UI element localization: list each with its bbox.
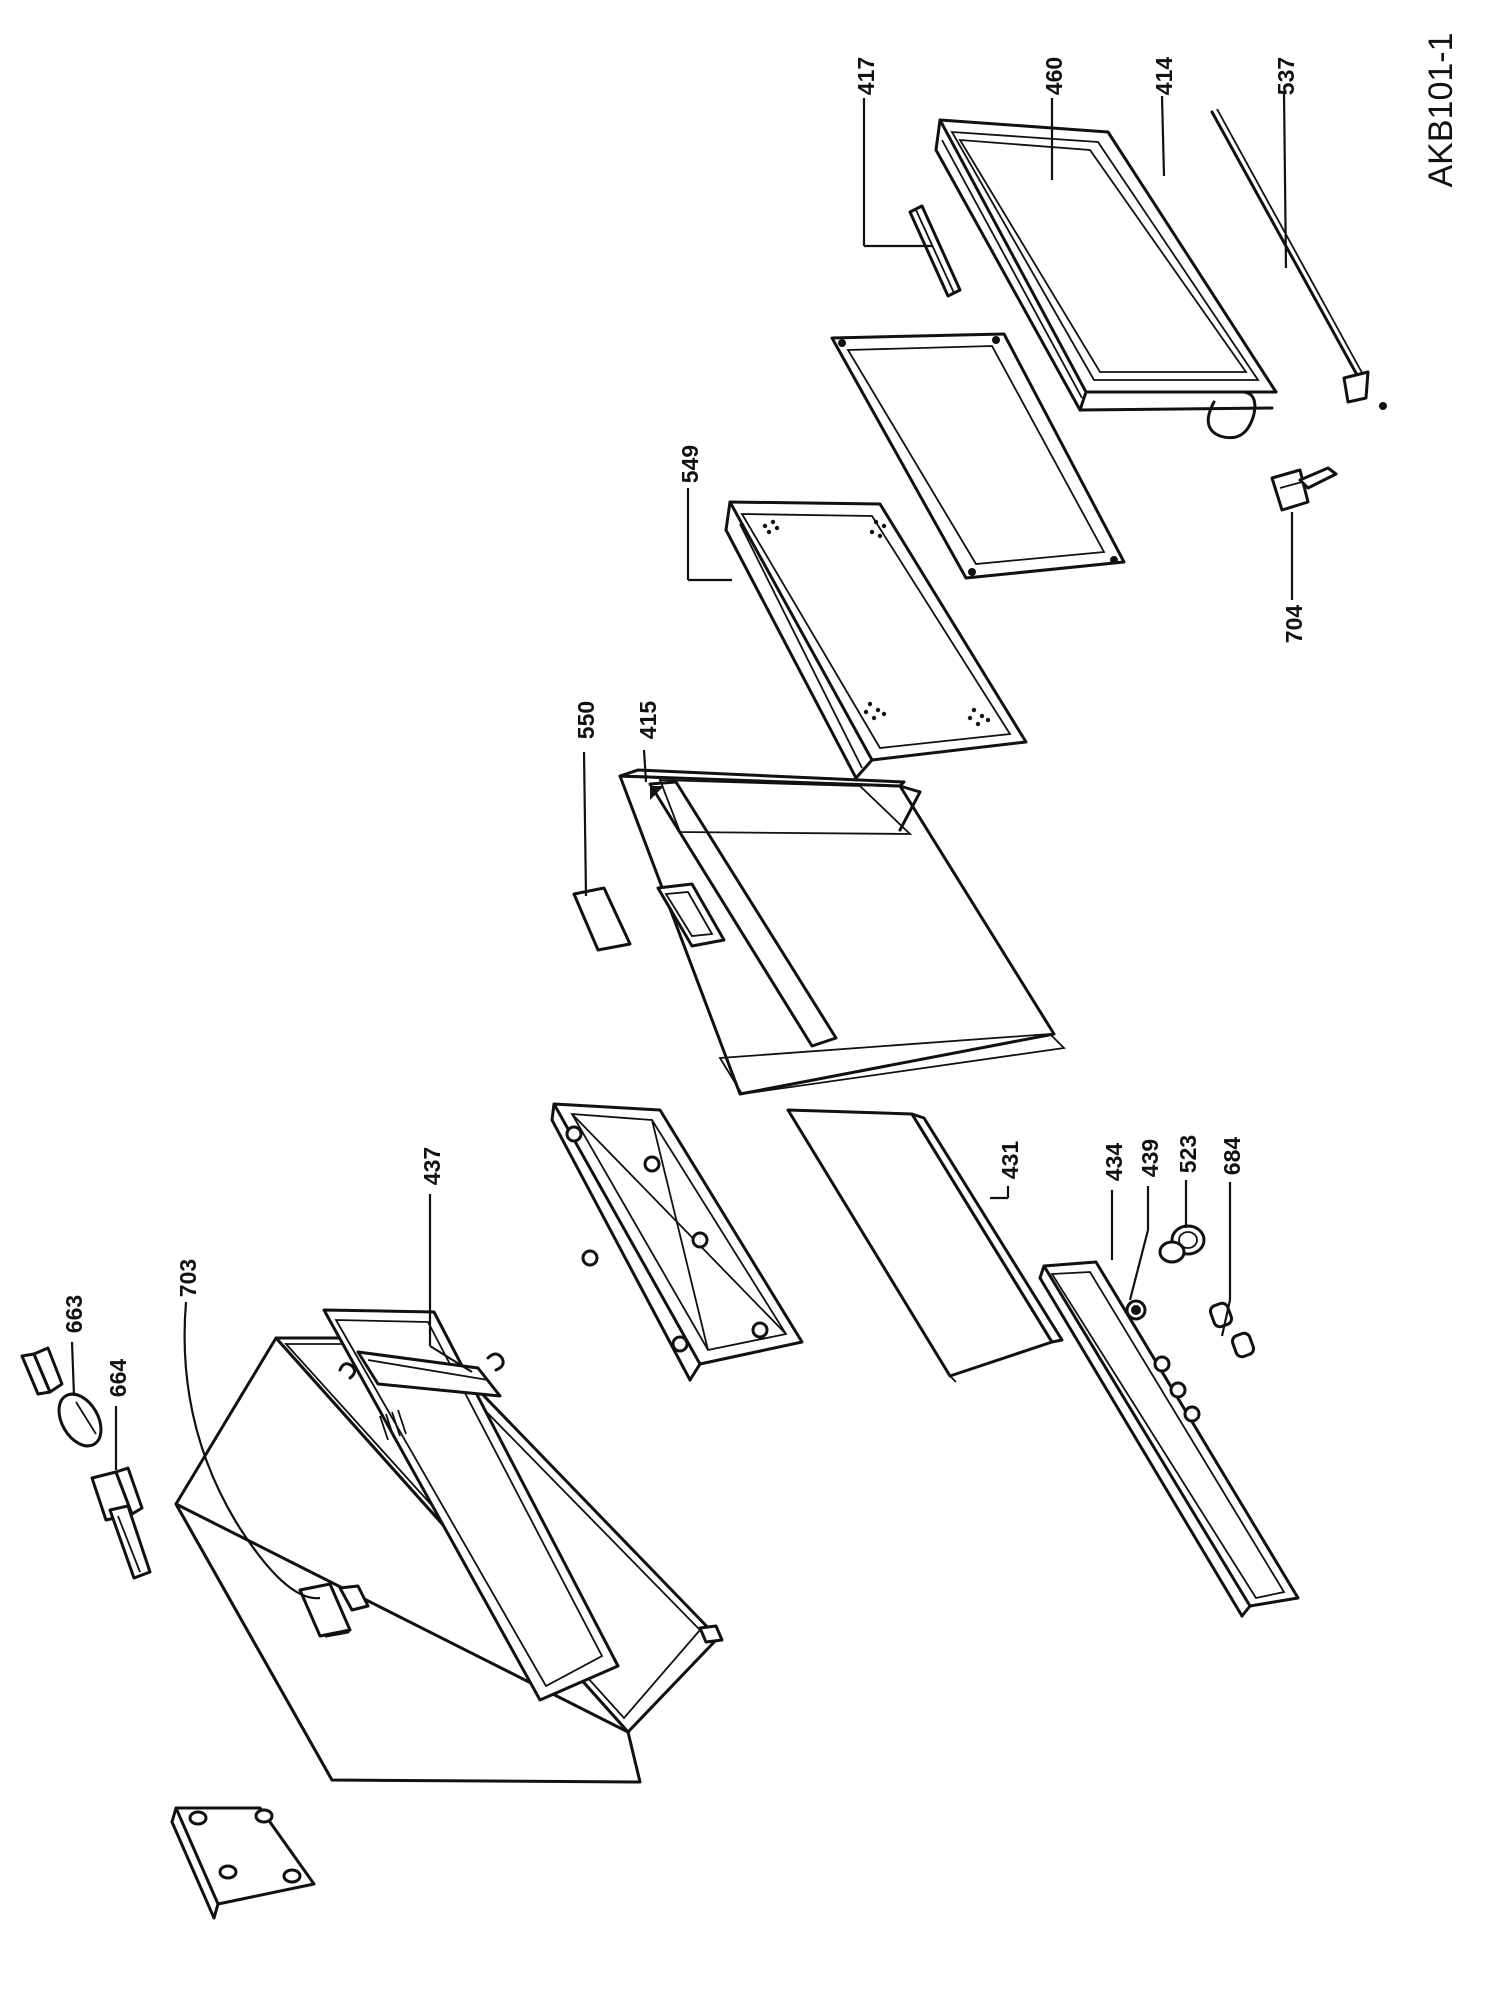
label-434: 434: [1101, 1143, 1127, 1182]
part-cover-415: [618, 768, 1066, 1096]
label-439: 439: [1137, 1139, 1163, 1177]
drawing-code-text: AKB101-1: [1422, 33, 1460, 188]
part-knob-523: [1158, 1224, 1206, 1264]
label-549: 549: [677, 445, 703, 483]
part-control-strip-434: [1038, 1260, 1300, 1618]
label-431: 431: [997, 1141, 1023, 1180]
part-rail-437: [338, 1350, 505, 1398]
perforation-dots: [762, 519, 991, 727]
part-perforated-panel-549: [724, 500, 1028, 780]
label-684: 684: [1219, 1137, 1245, 1176]
label-437: 437: [419, 1147, 445, 1185]
label-417: 417: [853, 57, 879, 95]
label-523: 523: [1175, 1135, 1201, 1173]
cabinet-vent-slots: [379, 1409, 407, 1441]
part-panel-431: [786, 1108, 1064, 1383]
label-537: 537: [1273, 57, 1299, 95]
part-hinge-bracket: [108, 1504, 152, 1580]
part-gasket-frame: [830, 332, 1126, 580]
part-labels: 417 460 414 537 549 550 415 704 437 431 …: [61, 57, 1307, 1398]
part-cabinet-body: [174, 1308, 724, 1784]
label-414: 414: [1151, 57, 1177, 96]
part-strip-417: [908, 204, 962, 298]
drawing-code: AKB101-1: [1422, 33, 1460, 188]
label-460: 460: [1041, 57, 1067, 95]
label-550: 550: [573, 701, 599, 739]
label-703: 703: [175, 1259, 201, 1297]
label-415: 415: [635, 701, 661, 740]
part-rod-537: [1210, 108, 1387, 410]
leader-lines: [70, 91, 1288, 1600]
label-664: 664: [105, 1359, 131, 1398]
part-base-plate: [170, 1806, 316, 1920]
part-plate-550: [572, 886, 632, 952]
part-tray-frame: [550, 1102, 804, 1382]
part-caps-684: [1208, 1301, 1256, 1359]
label-663: 663: [61, 1295, 87, 1333]
label-704: 704: [1281, 605, 1307, 644]
part-bracket-704: [1270, 466, 1338, 600]
part-hinge-pin-663: [57, 1392, 103, 1448]
part-hinge-plate-top: [20, 1346, 64, 1396]
